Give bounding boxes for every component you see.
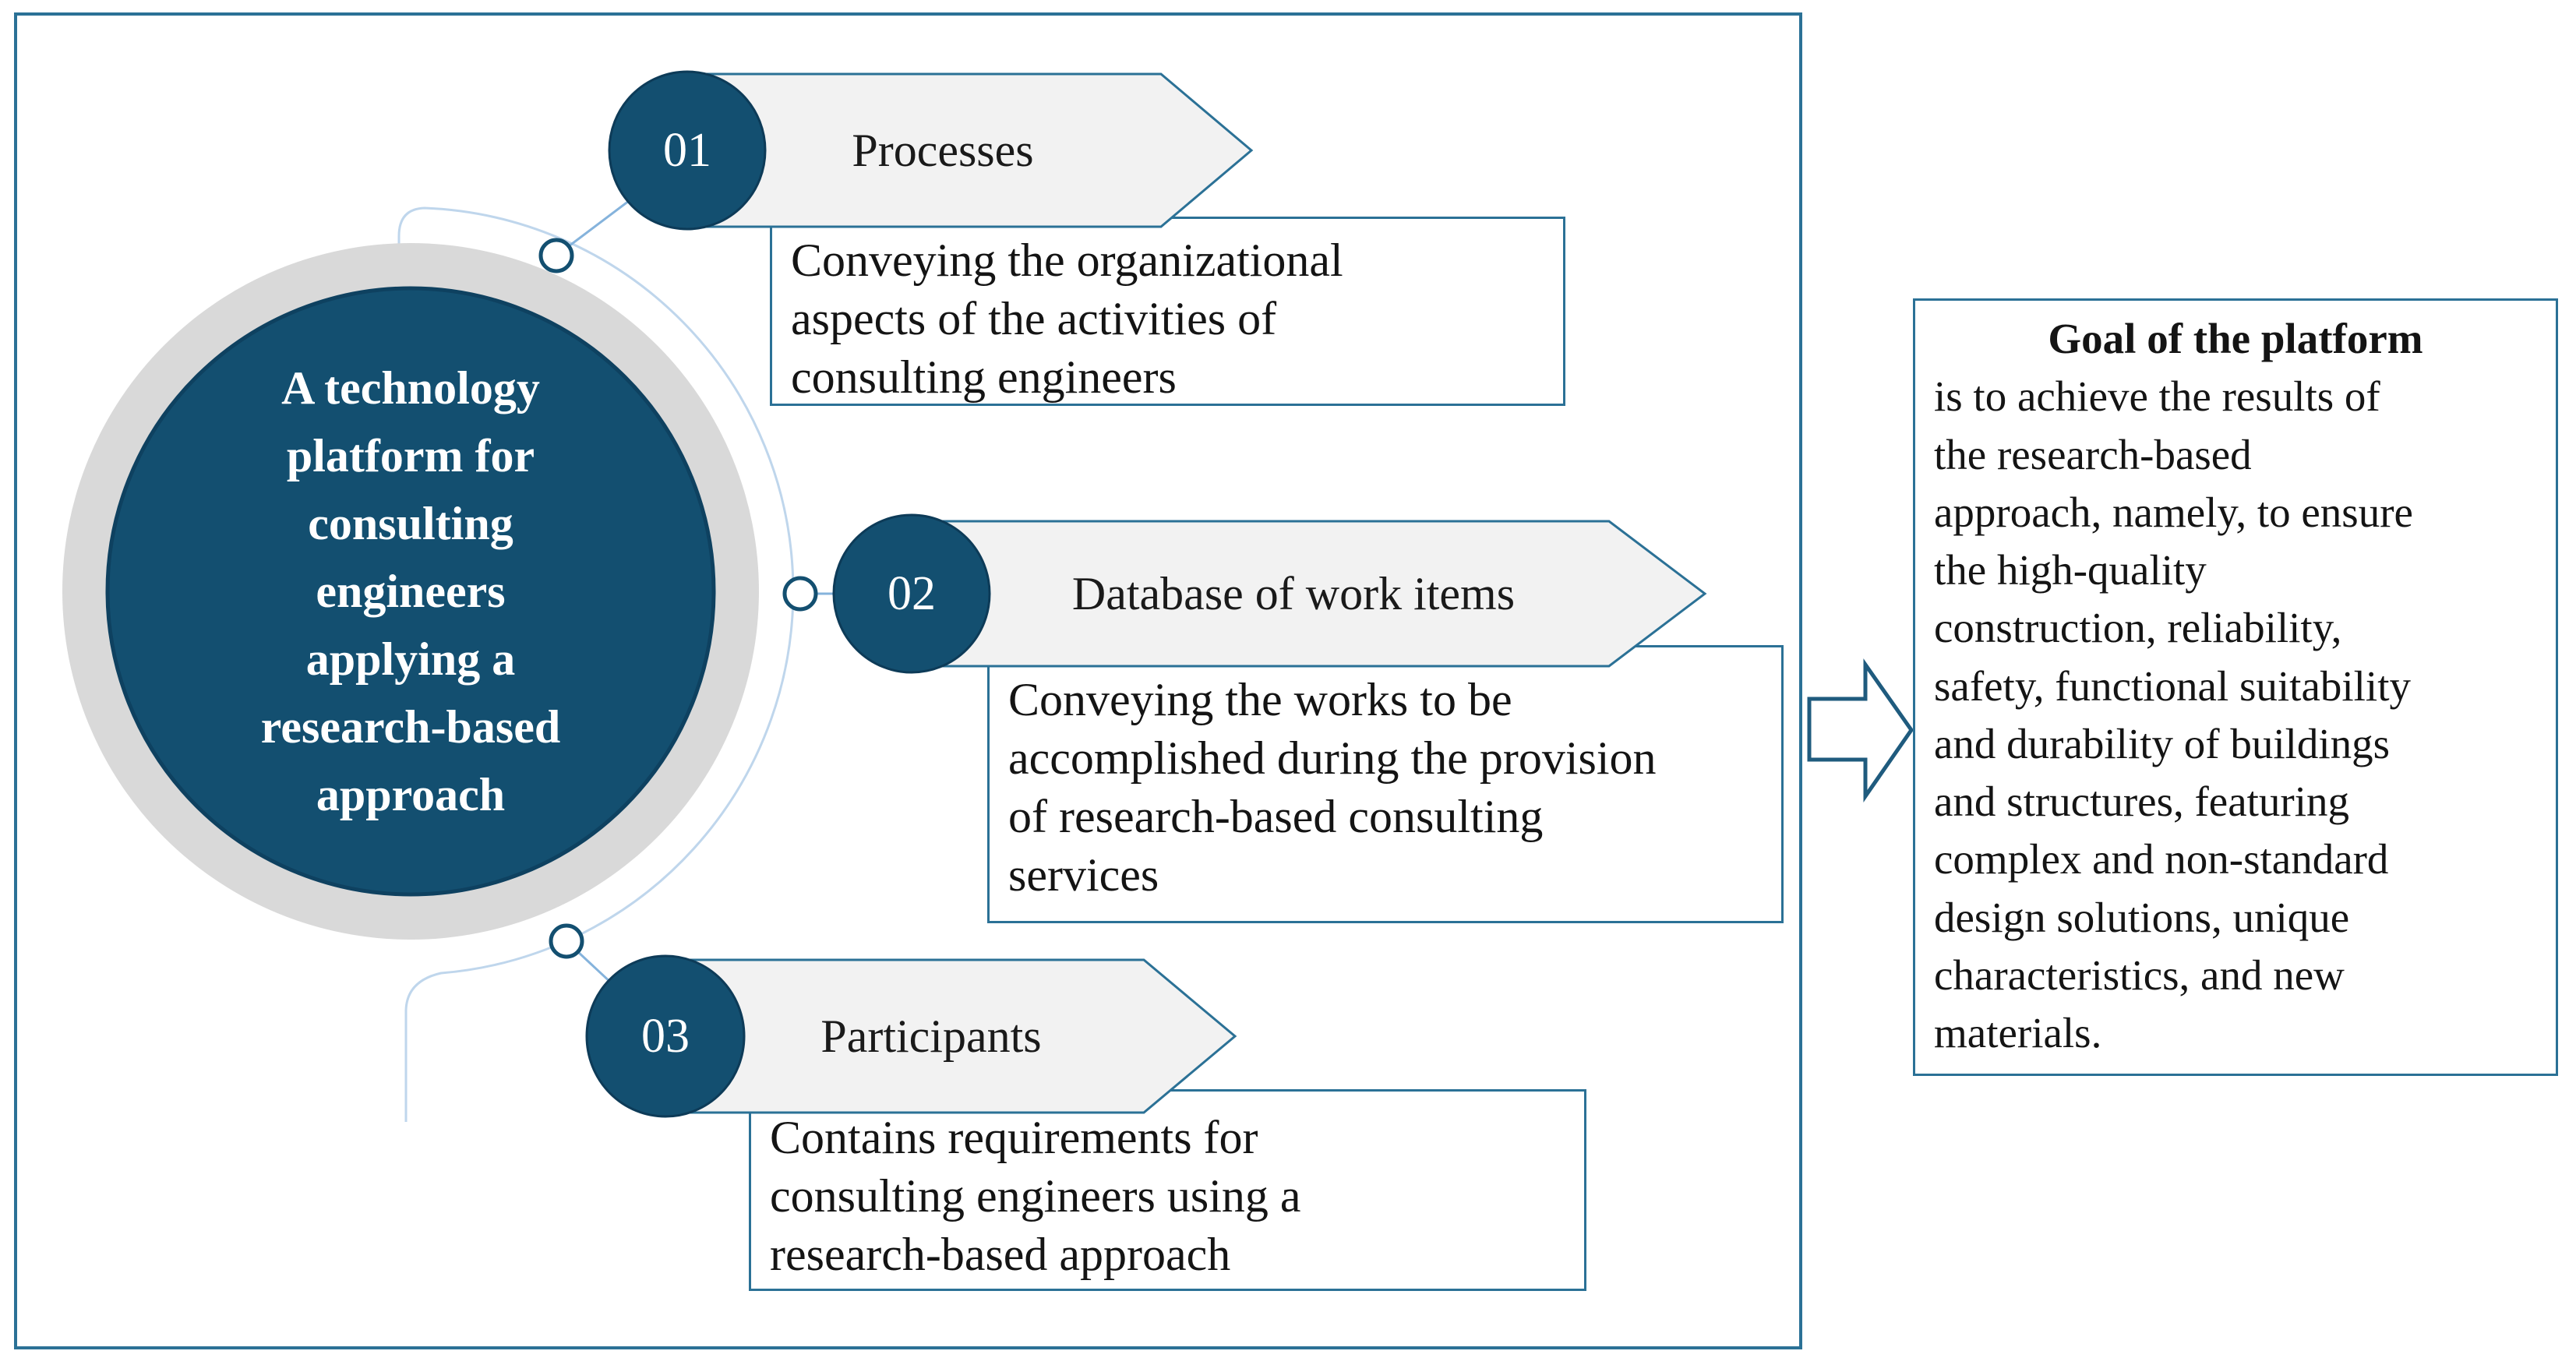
goal-box: Goal of the platform is to achieve the r…: [1913, 298, 2558, 1076]
database-banner-label: Database of work items: [1071, 568, 1516, 619]
connector-node-2: [782, 576, 818, 612]
process-description-box: Conveying the organizational aspects of …: [770, 217, 1565, 406]
goal-title: Goal of the platform: [2048, 315, 2423, 362]
process-description-text: Conveying the organizational aspects of …: [791, 235, 1343, 403]
hub-title: A technology platform for consulting eng…: [260, 362, 561, 820]
participants-banner-label: Participants: [820, 1011, 1042, 1062]
database-description-text: Conveying the works to be accomplished d…: [1008, 674, 1657, 901]
connector-node-3: [549, 923, 584, 959]
participants-description-box: Contains requirements for consulting eng…: [749, 1089, 1586, 1291]
goal-body-text: is to achieve the results of the researc…: [1934, 372, 2413, 1056]
database-description-box: Conveying the works to be accomplished d…: [987, 645, 1784, 923]
process-banner-label: Processes: [852, 125, 1034, 176]
participants-description-text: Contains requirements for consulting eng…: [770, 1112, 1301, 1280]
connector-node-1: [538, 238, 574, 273]
diagram-frame: [14, 12, 1802, 1349]
connector-line-1: [556, 164, 677, 257]
step-number-02: 02: [887, 567, 936, 620]
step-number-03: 03: [641, 1010, 690, 1063]
hub-circle: [105, 286, 716, 897]
